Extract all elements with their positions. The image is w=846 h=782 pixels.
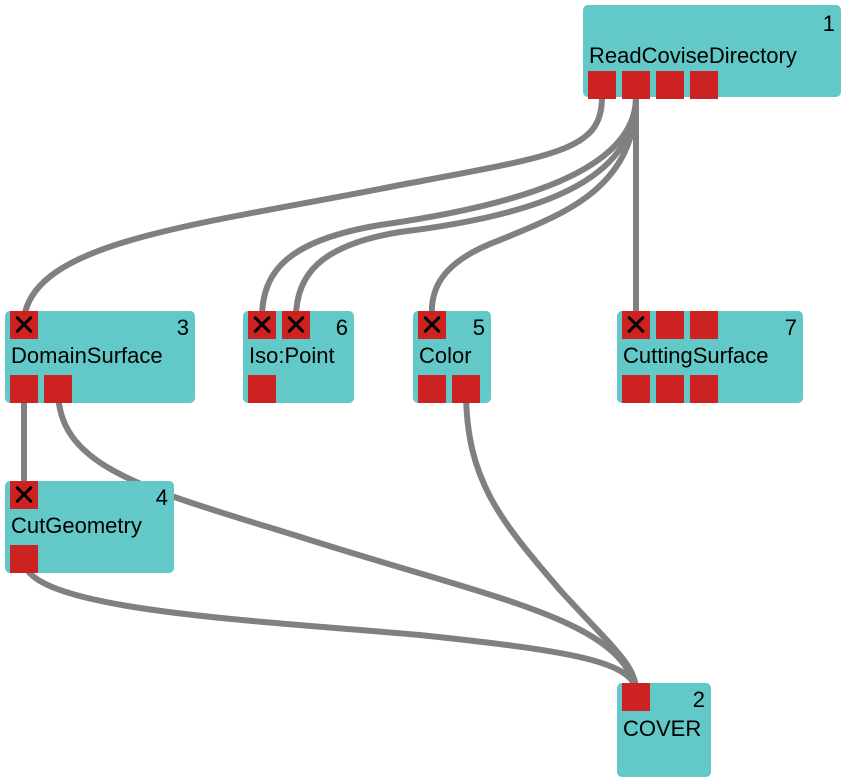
module-number: 3	[176, 315, 189, 340]
module-number: 2	[692, 687, 705, 712]
input-port-1[interactable]	[622, 311, 650, 339]
module-name: Color	[419, 343, 472, 368]
module-number: 6	[335, 315, 348, 340]
module-domain-surface[interactable]: 3 DomainSurface	[5, 311, 195, 403]
output-port-1[interactable]	[248, 375, 276, 403]
module-color[interactable]: 5 Color	[413, 311, 491, 403]
output-port-1[interactable]	[10, 375, 38, 403]
output-port-1[interactable]	[588, 71, 616, 99]
module-name: Iso:Point	[249, 343, 335, 368]
module-number: 1	[822, 11, 835, 36]
wire-cutgeo-cover[interactable]	[21, 557, 639, 693]
input-port-1[interactable]	[418, 311, 446, 339]
input-port-1[interactable]	[10, 481, 38, 509]
input-port-2[interactable]	[656, 311, 684, 339]
output-port-2[interactable]	[656, 375, 684, 403]
module-read-covise-directory[interactable]: 1 ReadCoviseDirectory	[583, 5, 841, 99]
module-number: 5	[472, 315, 485, 340]
output-port-4[interactable]	[690, 71, 718, 99]
module-name: CutGeometry	[11, 513, 142, 538]
wire-read-domain[interactable]	[21, 94, 605, 321]
module-number: 4	[155, 485, 168, 510]
input-port-1[interactable]	[248, 311, 276, 339]
output-port-3[interactable]	[656, 71, 684, 99]
output-port-2[interactable]	[452, 375, 480, 403]
output-port-2[interactable]	[622, 71, 650, 99]
module-cut-geometry[interactable]: 4 CutGeometry	[5, 481, 174, 573]
output-port-2[interactable]	[44, 375, 72, 403]
wire-color-cover[interactable]	[463, 387, 639, 693]
module-name: DomainSurface	[11, 343, 163, 368]
module-name: CuttingSurface	[623, 343, 769, 368]
module-iso-point[interactable]: 6 Iso:Point	[243, 311, 354, 403]
input-port-1[interactable]	[10, 311, 38, 339]
wire-domain-cover[interactable]	[55, 387, 639, 693]
module-name: COVER	[623, 716, 702, 741]
input-port-3[interactable]	[690, 311, 718, 339]
wire-read-iso1[interactable]	[259, 94, 639, 321]
output-port-1[interactable]	[10, 545, 38, 573]
output-port-1[interactable]	[418, 375, 446, 403]
module-number: 7	[784, 315, 797, 340]
wire-read-iso2[interactable]	[293, 94, 639, 321]
input-port-2[interactable]	[282, 311, 310, 339]
input-port-1[interactable]	[622, 683, 650, 711]
module-cover[interactable]: 2 COVER	[617, 683, 711, 777]
output-port-1[interactable]	[622, 375, 650, 403]
output-port-3[interactable]	[690, 375, 718, 403]
module-name: ReadCoviseDirectory	[589, 43, 797, 68]
wire-read-color[interactable]	[428, 94, 639, 321]
module-cutting-surface[interactable]: 7 CuttingSurface	[617, 311, 803, 403]
